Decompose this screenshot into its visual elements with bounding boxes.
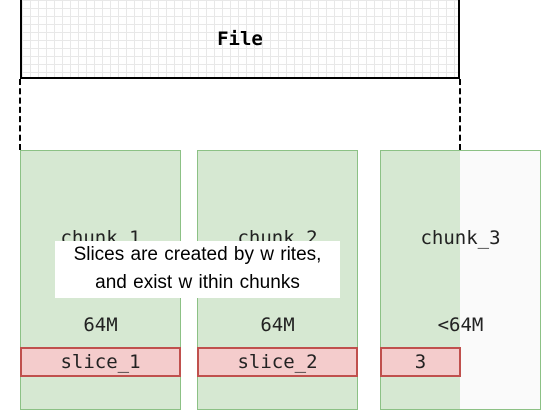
chunk-1-size: 64M [83,314,118,336]
chunk-3-text: chunk_3 <64M [380,166,541,398]
chunk-2-size: 64M [260,314,295,336]
left-dashed-connector [19,79,21,150]
file-label: File [217,28,263,50]
note-line-2: and exist w ithin chunks [95,272,300,293]
slices-note: Slices are created by w rites, and exist… [55,241,340,298]
chunk-3-size: <64M [437,314,484,336]
note-line-1: Slices are created by w rites, [73,244,322,265]
chunk-3-unfilled-area [460,150,541,410]
right-dashed-connector [459,79,461,150]
chunk-3-name: chunk_3 [420,227,501,249]
slice-2: slice_2 [197,347,358,377]
file-box: File [20,0,460,79]
slice-1: slice_1 [20,347,181,377]
slice-3: 3 [380,347,461,377]
